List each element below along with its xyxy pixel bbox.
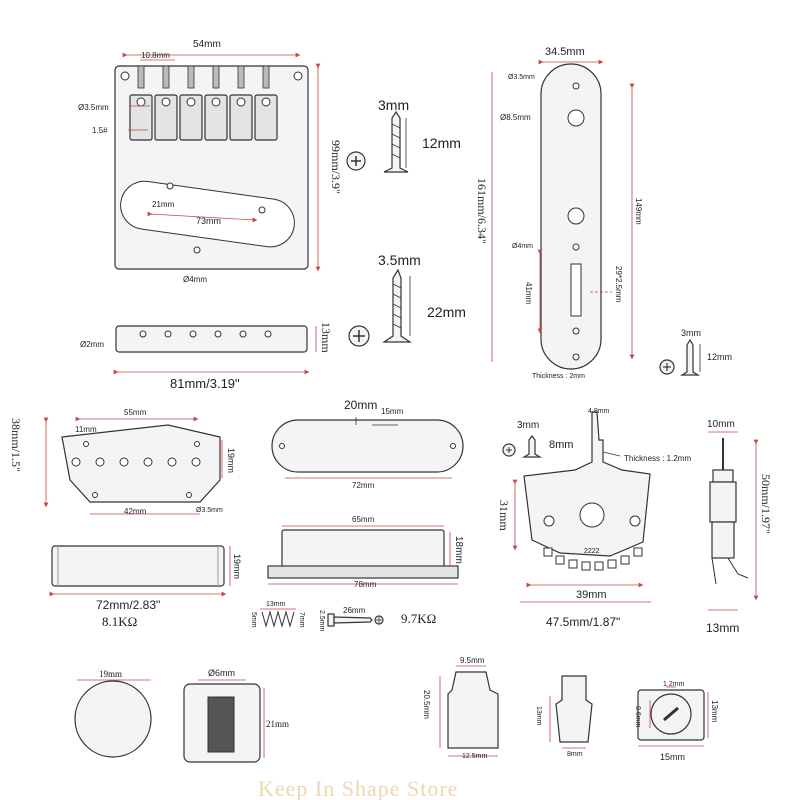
bridge-slot-width-label: 21mm [152,200,175,209]
plate-thickness-label: Thickness : 2mm [532,373,585,380]
tip-b-height-label: 13mm [535,706,542,726]
switch-terminals [543,547,643,571]
screw-a-drawing [346,110,409,173]
nut-slot-label: 1.2mm [663,681,685,688]
screw-a-len-label: 12mm [422,135,461,151]
switch-thickness-label: Thickness : 1.2mm [624,454,691,463]
switch-side-drawing [708,431,759,611]
cover-b-height-label: 18mm [453,536,464,564]
bridge-pickup-drawing [43,416,223,515]
nut-drawing [637,686,709,747]
bridge-height-label: 99mm/3.9" [329,140,343,194]
store-watermark: Keep In Shape Store [258,776,458,800]
switch-overall-label: 47.5mm/1.87" [546,615,620,629]
cover-a-drawing [49,545,231,597]
plate-offset-label: 41mm [524,282,533,305]
cover-b-width-label: 78mm [354,580,377,589]
control-plate-drawing [491,59,635,370]
saddle-bar-drawing [113,325,317,375]
bridge-width-label: 54mm [193,39,221,50]
bridge-spacing-label: 10.8mm [141,51,170,60]
tip-a-top-label: 9.5mm [460,656,485,665]
cover-b-top-label: 65mm [352,515,375,524]
cover-a-width-label: 72mm/2.83" [96,598,160,612]
plate-hole-c-label: Ø4mm [512,243,533,250]
nut-inner-label: 9.6mm [634,706,641,728]
screw-b-len-label: 22mm [427,304,466,320]
screw-b-dia-label: 3.5mm [378,252,421,268]
neck-pickup-width-label: 72mm [352,481,375,490]
screw-e-len-label: 26mm [343,606,366,615]
spring-len-label: 13mm [266,601,286,608]
tip-b-drawing [549,675,593,749]
knob-b-drawing [183,679,265,763]
screw-c-len-label: 12mm [707,352,732,362]
screw-d-drawing [502,435,543,458]
cover-a-resistance-label: 8.1KΩ [102,614,137,629]
bridge-pickup-base-label: 42mm [124,507,147,516]
bridge-pickup-side-label: 19mm [226,448,236,473]
screw-d-dia-label: 3mm [517,420,539,431]
bridge-plate-drawing [114,52,321,272]
tip-b-bottom-label: 8mm [567,751,583,758]
switch-drawing [512,411,651,603]
bridge-pickup-span-label: 55mm [124,408,147,417]
plate-slot-label: 29*2.5mm [614,266,623,303]
switch-side-bottom-label: 13mm [706,621,739,635]
saddle-hole-label: Ø2mm [80,340,104,349]
switch-tip-label: 4.8mm [588,408,610,415]
tip-a-height-label: 20.5mm [422,690,431,719]
knob-b-height-label: 21mm [266,719,289,729]
knob-a-dia-label: 19mm [99,669,122,679]
cover-b-drawing [267,525,459,585]
plate-hole-b-label: Ø8.5mm [500,113,531,122]
nut-height-label: 13mm [710,700,719,723]
bridge-slot-length-label: 73mm [196,216,221,226]
switch-side-top-label: 10mm [707,419,735,430]
switch-width-label: 39mm [576,589,607,601]
screw-c-dia-label: 3mm [681,328,701,338]
neck-pickup-drawing [271,417,464,479]
bridge-small-hole-label: Ø4mm [183,275,207,284]
screw-a-dia-label: 3mm [378,97,409,113]
knob-b-hole-label: Ø6mm [208,668,235,678]
spring-b-label: 7mm [298,612,305,628]
bridge-pickup-height-label: 38mm/1.5" [9,418,23,472]
plate-hole-a-label: Ø3.5mm [508,74,535,81]
bridge-pickup-gap-label: 11mm [75,425,97,434]
screw-d-len-label: 8mm [549,439,573,451]
screw-e-dia-label: 2.5mm [318,610,325,632]
neck-pickup-height-label: 20mm [344,398,377,412]
bridge-pickup-hole-label: Ø3.5mm [196,507,223,514]
switch-side-height-label: 50mm/1.97" [759,474,773,534]
tip-a-bottom-label: 12.5mm [462,753,487,760]
switch-code-label: 2222 [584,548,600,555]
screw-c-drawing [659,338,701,376]
bridge-screw-label: 1.5# [92,126,108,135]
cover-b-resistance-label: 9.7KΩ [401,611,436,626]
tip-a-drawing [439,665,499,757]
neck-pickup-inner-label: 15mm [381,407,404,416]
knob-a-drawing [74,679,152,758]
plate-length-label: 161mm/6.34" [475,178,489,244]
plate-width-label: 34.5mm [545,46,585,58]
nut-width-label: 15mm [660,752,685,762]
spring-a-label: 5mm [250,612,257,628]
screw-b-drawing [348,268,412,347]
plate-inner-len-label: 149mm [634,198,643,225]
bridge-saddles [129,65,278,141]
screw-e-drawing [327,613,384,627]
saddle-width-label: 81mm/3.19" [170,376,240,391]
spring-drawing [260,608,296,628]
switch-height-label: 31mm [497,500,511,531]
bridge-hole-label: Ø3.5mm [78,103,109,112]
cover-a-height-label: 19mm [232,554,242,579]
saddle-height-label: 13mm [319,322,333,353]
